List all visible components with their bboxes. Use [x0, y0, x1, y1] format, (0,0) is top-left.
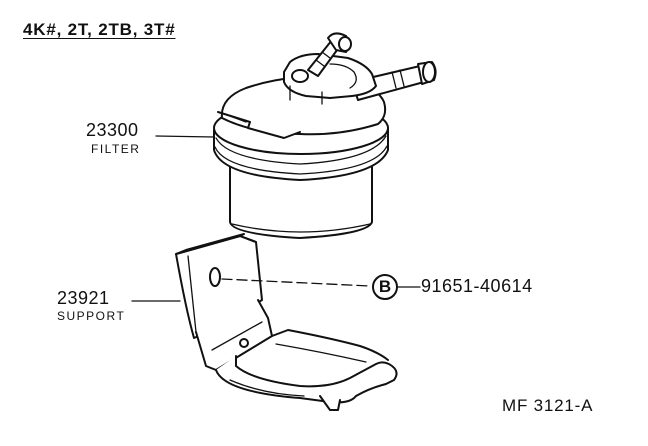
drawing-id: MF 3121-A: [502, 396, 594, 415]
fuel-filter-drawing: [213, 32, 437, 239]
support-part-number: 23921: [57, 288, 110, 308]
filter-part-name: FILTER: [91, 142, 141, 156]
bolt-part-number: 91651-40614: [421, 276, 533, 296]
support-part-name: SUPPORT: [57, 309, 126, 323]
leader-lines: [131, 135, 421, 302]
filter-part-number: 23300: [86, 120, 139, 140]
model-applicability-heading: 4K#, 2T, 2TB, 3T#: [23, 20, 176, 39]
support-bracket-drawing: [175, 233, 398, 411]
bolt-reference-letter: B: [378, 277, 392, 296]
